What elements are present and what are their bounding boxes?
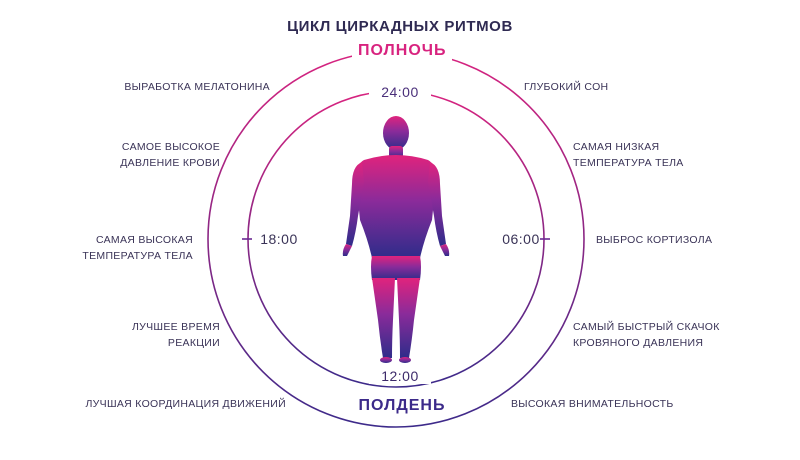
time-bottom: 12:00 (369, 368, 431, 384)
label-deep-sleep: ГЛУБОКИЙ СОН (524, 81, 609, 93)
label-best-coordination: ЛУЧШАЯ КООРДИНАЦИЯ ДВИЖЕНИЙ (85, 398, 286, 410)
label-high-alertness: ВЫСОКАЯ ВНИМАТЕЛЬНОСТЬ (511, 398, 674, 410)
time-top: 24:00 (369, 84, 431, 100)
label-highest-blood-pressure: САМОЕ ВЫСОКОЕ ДАВЛЕНИЕ КРОВИ (120, 141, 220, 169)
noon-caption: ПОЛДЕНЬ (352, 396, 452, 416)
label-cortisol-release: ВЫБРОС КОРТИЗОЛА (596, 234, 713, 246)
page-title: ЦИКЛ ЦИРКАДНЫХ РИТМОВ (287, 18, 513, 35)
time-right: 06:00 (502, 231, 540, 247)
label-melatonin: ВЫРАБОТКА МЕЛАТОНИНА (124, 81, 270, 93)
human-silhouette-icon (342, 116, 450, 363)
label-highest-body-temperature: САМАЯ ВЫСОКАЯ ТЕМПЕРАТУРА ТЕЛА (82, 234, 193, 262)
label-fastest-blood-pressure-rise: САМЫЙ БЫСТРЫЙ СКАЧОК КРОВЯНОГО ДАВЛЕНИЯ (573, 321, 720, 349)
midnight-caption: ПОЛНОЧЬ (352, 41, 452, 61)
time-left: 18:00 (260, 231, 298, 247)
label-lowest-body-temperature: САМАЯ НИЗКАЯ ТЕМПЕРАТУРА ТЕЛА (573, 141, 684, 169)
label-best-reaction-time: ЛУЧШЕЕ ВРЕМЯ РЕАКЦИИ (131, 321, 220, 349)
